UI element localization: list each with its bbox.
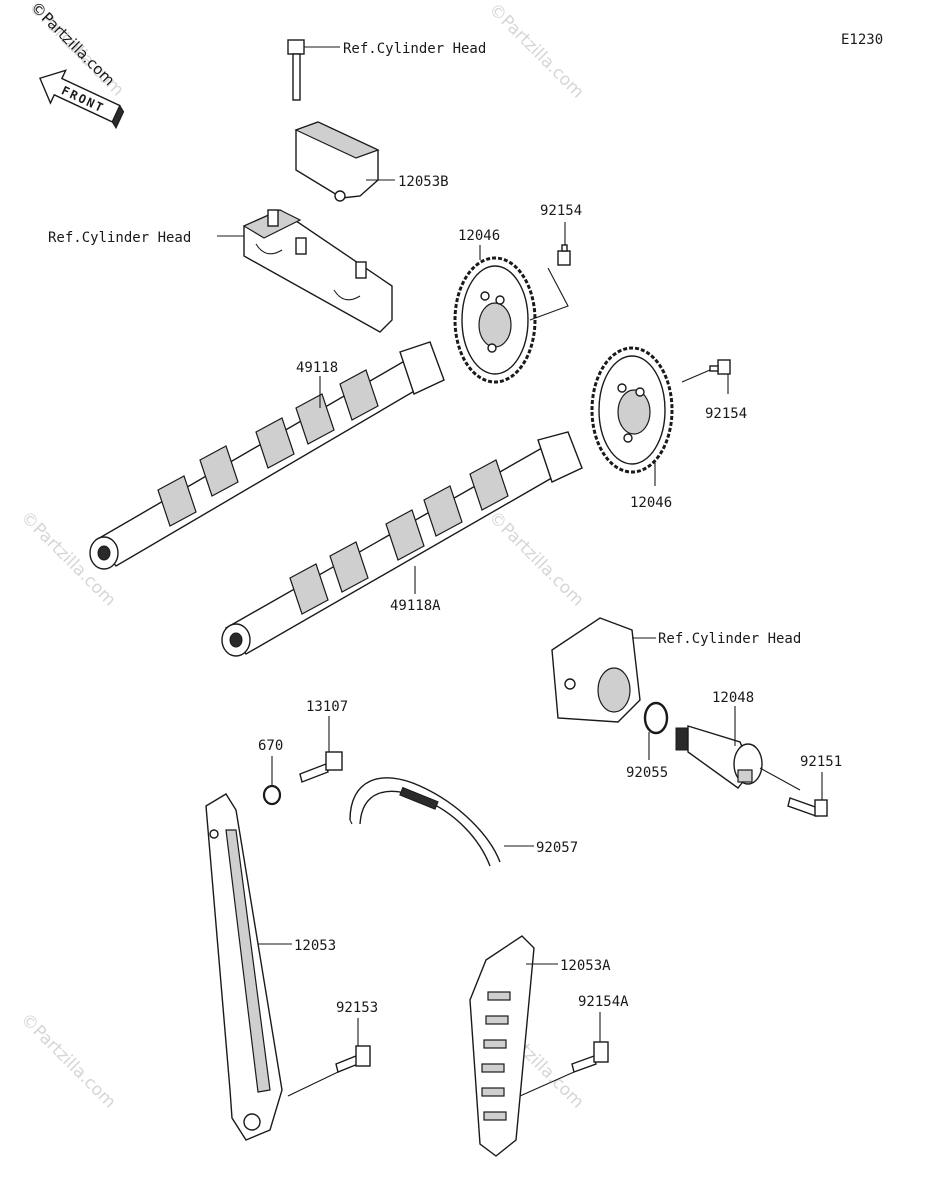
camshaft-intake bbox=[89, 341, 445, 570]
label-92154A: 92154A bbox=[578, 994, 629, 1010]
label-49118: 49118 bbox=[296, 360, 338, 376]
cam-holder bbox=[217, 209, 393, 333]
watermark-top-mid: ©Partzilla.com bbox=[484, 0, 587, 102]
label-92055: 92055 bbox=[626, 765, 668, 781]
washer-670 bbox=[262, 756, 282, 806]
label-ref-cylinder-head-right: Ref.Cylinder Head bbox=[658, 631, 801, 647]
bolt-92154-right bbox=[681, 359, 731, 394]
label-ref-cylinder-head-left: Ref.Cylinder Head bbox=[48, 230, 191, 246]
cam-cap-bracket bbox=[294, 121, 395, 202]
label-49118A: 49118A bbox=[390, 598, 441, 614]
timing-chain bbox=[349, 777, 534, 867]
label-92153: 92153 bbox=[336, 1000, 378, 1016]
label-12046-right: 12046 bbox=[630, 495, 672, 511]
label-13107: 13107 bbox=[306, 699, 348, 715]
copyright-text: ©Partzilla.com bbox=[27, 0, 118, 89]
bolt-92153 bbox=[287, 1018, 371, 1097]
tensioner-mount bbox=[551, 617, 656, 723]
label-670: 670 bbox=[258, 738, 283, 754]
oring-92055 bbox=[643, 701, 669, 760]
label-ref-cylinder-head-top: Ref.Cylinder Head bbox=[343, 41, 486, 57]
label-92154-right: 92154 bbox=[705, 406, 747, 422]
label-12053A: 12053A bbox=[560, 958, 611, 974]
label-92151: 92151 bbox=[800, 754, 842, 770]
bolt-13107 bbox=[299, 716, 343, 783]
label-12053: 12053 bbox=[294, 938, 336, 954]
diagram-id: E1230 bbox=[841, 32, 883, 48]
camshaft-exhaust bbox=[221, 431, 583, 657]
label-12053B: 12053B bbox=[398, 174, 449, 190]
bolt-92154-top bbox=[529, 222, 571, 321]
bolt-92154A bbox=[519, 1012, 609, 1097]
label-12048: 12048 bbox=[712, 690, 754, 706]
label-92057: 92057 bbox=[536, 840, 578, 856]
label-12046-top: 12046 bbox=[458, 228, 500, 244]
watermark-low-left: ©Partzilla.com bbox=[16, 1009, 119, 1112]
chain-guide-12053 bbox=[205, 793, 292, 1141]
bolt-92151 bbox=[787, 772, 828, 817]
watermark-mid: ©Partzilla.com bbox=[484, 507, 587, 610]
label-92154-top: 92154 bbox=[540, 203, 582, 219]
chain-guide-12053A bbox=[469, 935, 558, 1157]
sprocket-top bbox=[453, 245, 537, 384]
sprocket-right bbox=[590, 346, 674, 486]
bolt-top bbox=[287, 39, 340, 101]
tensioner-12048 bbox=[675, 706, 801, 791]
